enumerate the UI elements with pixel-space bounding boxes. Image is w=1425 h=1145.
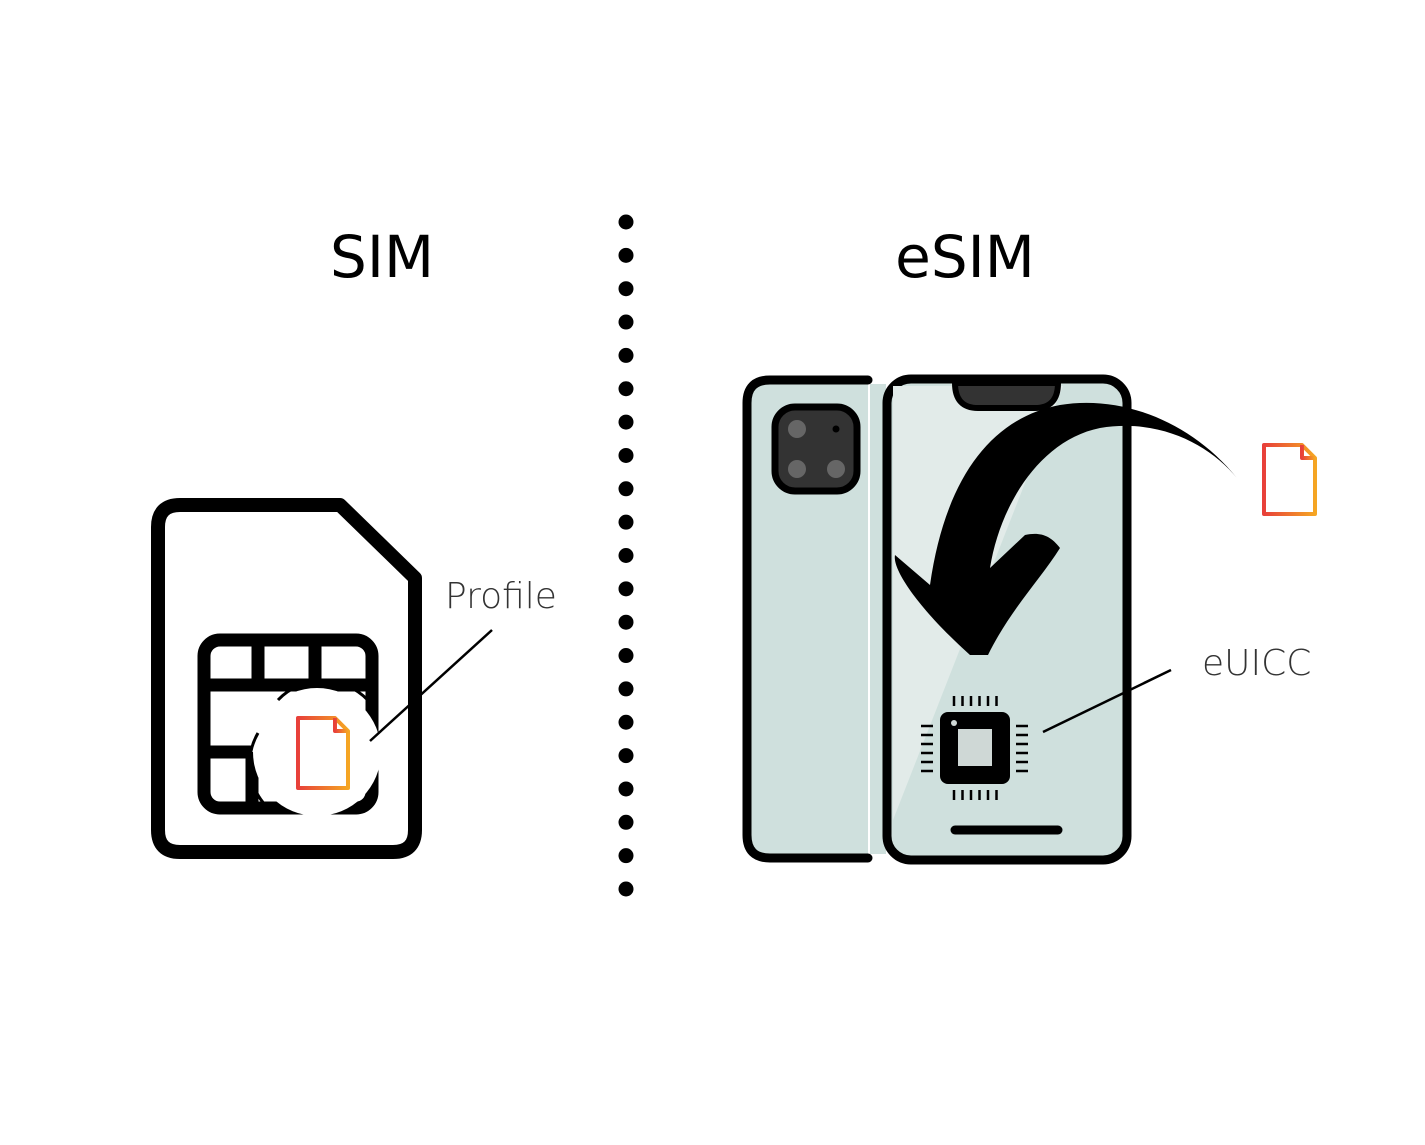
- divider-dot: [618, 247, 634, 263]
- esim-profile-document-icon: [1262, 443, 1317, 516]
- divider-dot: [618, 581, 634, 597]
- divider-dot: [618, 714, 634, 730]
- sim-card-icon: [151, 498, 422, 859]
- divider-dot: [618, 314, 634, 330]
- divider-dot: [618, 447, 634, 463]
- divider-dot: [618, 648, 634, 664]
- divider-dot: [618, 848, 634, 864]
- notch: [951, 380, 1062, 411]
- divider-dot: [618, 514, 634, 530]
- divider-dot: [618, 548, 634, 563]
- divider-dot: [618, 381, 634, 397]
- profile-leader-line: [369, 629, 493, 742]
- camera-module-icon: [771, 403, 861, 495]
- divider-dot: [618, 881, 634, 897]
- divider-dot: [618, 214, 634, 230]
- divider-dot: [618, 414, 634, 430]
- divider-dot: [618, 481, 634, 497]
- divider-dot: [618, 814, 634, 830]
- divider-dot: [618, 281, 634, 297]
- euicc-label: eUICC: [1202, 643, 1311, 684]
- dotted-divider: [618, 214, 634, 897]
- curved-arrow-icon: [894, 402, 1237, 655]
- profile-label: Profile: [445, 576, 557, 617]
- chip-icon: [921, 696, 1028, 800]
- euicc-leader-line: [1042, 668, 1172, 734]
- divider-dot: [618, 681, 634, 697]
- phone-back: [742, 375, 886, 863]
- divider-dot: [618, 347, 634, 363]
- sim-title: SIM: [330, 223, 434, 291]
- profile-document-icon: [296, 716, 350, 790]
- divider-dot: [618, 748, 634, 764]
- divider-dot: [618, 614, 634, 630]
- esim-title: eSIM: [895, 223, 1035, 291]
- divider-dot: [618, 781, 634, 797]
